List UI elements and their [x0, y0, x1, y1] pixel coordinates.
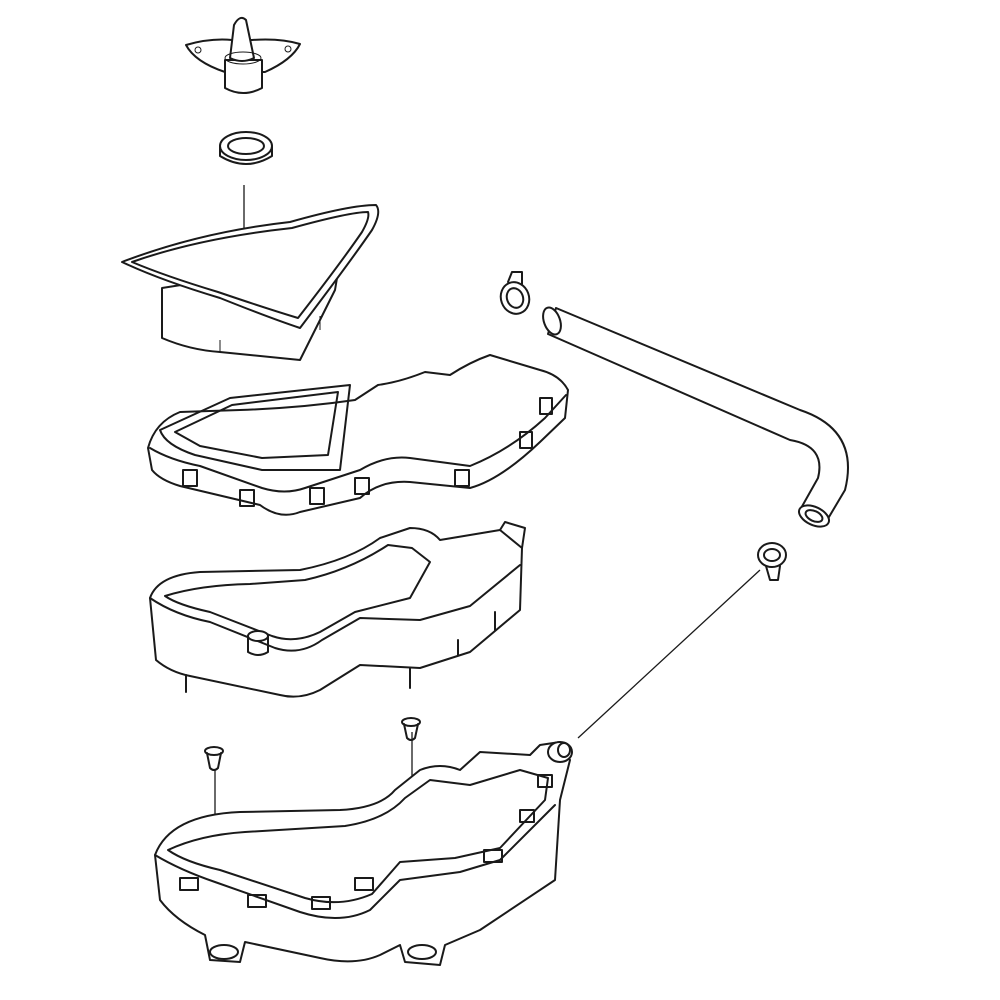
- hose-clamp-lower[interactable]: [757, 542, 787, 581]
- upper-housing[interactable]: [147, 354, 569, 516]
- base-tank[interactable]: [154, 741, 573, 966]
- screw-left[interactable]: [204, 746, 224, 771]
- drain-hose[interactable]: [540, 305, 849, 531]
- drain-cap[interactable]: [185, 16, 301, 94]
- screw-right[interactable]: [401, 717, 421, 741]
- filter-gasket[interactable]: [121, 204, 380, 361]
- o-ring[interactable]: [219, 131, 273, 165]
- middle-tray[interactable]: [149, 521, 526, 698]
- hose-clamp-upper[interactable]: [496, 271, 533, 318]
